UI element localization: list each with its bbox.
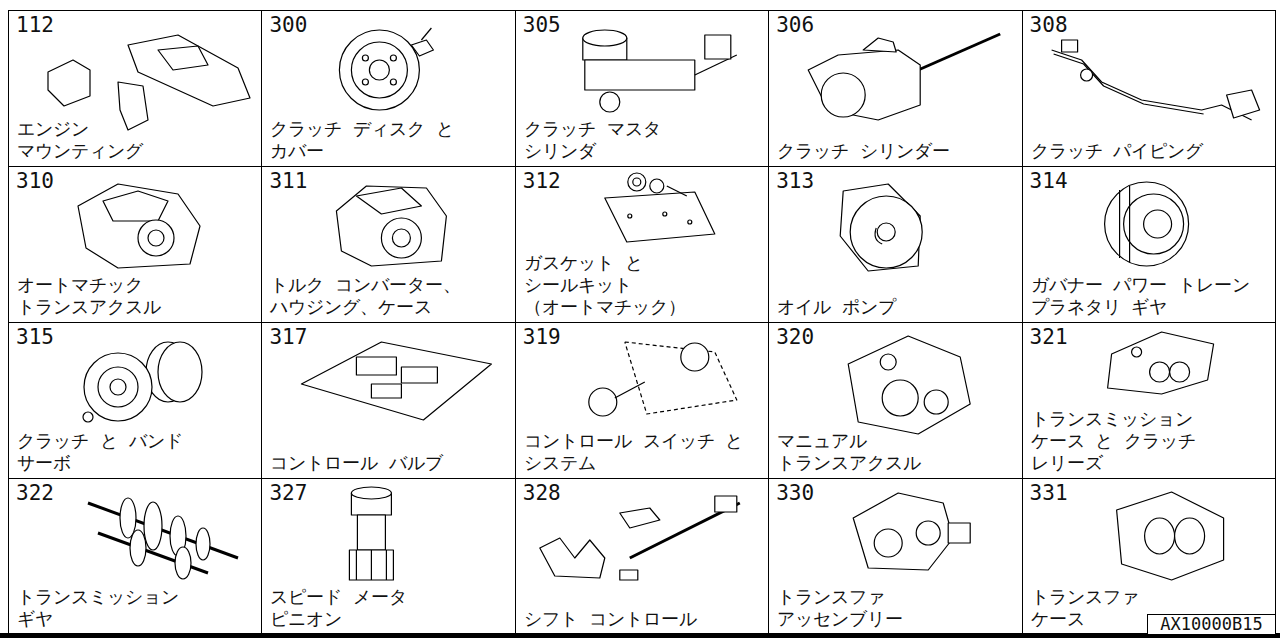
callout-number: 317: [269, 325, 307, 349]
part-name: コントロール バルブ: [270, 452, 443, 474]
engine-mount-art: [48, 35, 250, 130]
control-switch-art: [589, 342, 737, 416]
master-cylinder-art: [583, 30, 737, 112]
slave-cylinder-art: [808, 34, 1000, 120]
callout-number: 321: [1030, 325, 1068, 349]
control-valve-art: [301, 342, 491, 420]
part-name: トランスミッション ケース と クラッチ レリーズ: [1031, 408, 1197, 474]
catalog-cell: 310 オートマチック トランスアクスル: [8, 166, 262, 323]
part-name: クラッチ マスタ シリンダ: [524, 118, 661, 162]
callout-number: 310: [16, 169, 54, 193]
callout-number: 305: [523, 13, 561, 37]
oil-pump-art: [840, 184, 922, 271]
callout-number: 315: [16, 325, 54, 349]
torque-converter-housing-art: [336, 186, 446, 266]
catalog-cell: 321 トランスミッション ケース と クラッチ レリーズ: [1022, 322, 1276, 479]
clutch-disc-art: [339, 28, 433, 110]
catalog-cell: 330 トランスファ アッセンブリー: [768, 478, 1022, 635]
catalog-cell: 308 クラッチ パイピング: [1022, 10, 1276, 167]
automatic-transaxle-art: [78, 184, 200, 268]
callout-number: 312: [523, 169, 561, 193]
catalog-cell: 311 トルク コンバーター、 ハウジング、ケース: [261, 166, 515, 323]
part-name: コントロール スイッチ と システム: [524, 430, 744, 474]
callout-number: 331: [1030, 481, 1068, 505]
callout-number: 322: [16, 481, 54, 505]
part-name: ガバナー パワー トレーン プラネタリ ギヤ: [1031, 274, 1251, 318]
part-name: トランスミッション ギヤ: [17, 586, 179, 630]
part-name: オートマチック トランスアクスル: [17, 274, 161, 318]
callout-number: 327: [269, 481, 307, 505]
part-name: クラッチ パイピング: [1031, 140, 1204, 162]
catalog-cell: 319 コントロール スイッチ と システム: [515, 322, 769, 479]
speedometer-pinion-art: [349, 487, 393, 580]
part-name: スピード メータ ピニオン: [270, 586, 407, 630]
part-name: オイル ポンプ: [777, 296, 896, 318]
catalog-cell: 320 マニュアル トランスアクスル: [768, 322, 1022, 479]
callout-number: 330: [776, 481, 814, 505]
callout-number: 311: [269, 169, 307, 193]
gasket-seal-kit-art: [605, 173, 715, 242]
catalog-cell: 305 クラッチ マスタ シリンダ: [515, 10, 769, 167]
callout-number: 319: [523, 325, 561, 349]
callout-number: 313: [776, 169, 814, 193]
catalog-cell: 315 クラッチ と バンド サーボ: [8, 322, 262, 479]
catalog-cell: 300 クラッチ ディスク と カバー: [261, 10, 515, 167]
catalog-cell: 322 トランスミッション ギヤ: [8, 478, 262, 635]
callout-number: 300: [269, 13, 307, 37]
callout-number: 112: [16, 13, 54, 37]
part-name: トルク コンバーター、 ハウジング、ケース: [270, 274, 461, 318]
callout-number: 308: [1030, 13, 1068, 37]
catalog-cell: 313 オイル ポンプ: [768, 166, 1022, 323]
callout-number: 328: [523, 481, 561, 505]
band-servo-art: [83, 342, 202, 422]
part-name: トランスファ ケース: [1031, 586, 1139, 630]
transfer-case-art: [1117, 492, 1224, 580]
manual-transaxle-art: [848, 336, 970, 434]
drawing-code: AX10000B15: [1157, 615, 1265, 634]
transmission-gear-art: [88, 498, 238, 579]
catalog-cell: 317 コントロール バルブ: [261, 322, 515, 479]
part-name: クラッチ シリンダー: [777, 140, 950, 162]
catalog-cell: 328 シフト コントロール: [515, 478, 769, 635]
catalog-cell: 331 トランスファ ケース AX10000B15: [1022, 478, 1276, 635]
planetary-gear-art: [1105, 182, 1189, 266]
part-name: ガスケット と シールキット （オートマチック）: [524, 252, 686, 318]
catalog-cell: 306 クラッチ シリンダー: [768, 10, 1022, 167]
catalog-cell: 112 エンジン マウンティング: [8, 10, 262, 167]
part-name: トランスファ アッセンブリー: [777, 586, 903, 630]
bottom-rule: [0, 633, 1280, 638]
catalog-cell: 314 ガバナー パワー トレーン プラネタリ ギヤ: [1022, 166, 1276, 323]
callout-number: 306: [776, 13, 814, 37]
part-name: マニュアル トランスアクスル: [777, 430, 921, 474]
part-name: エンジン マウンティング: [17, 118, 143, 162]
callout-number: 320: [776, 325, 814, 349]
shift-control-art: [540, 496, 740, 580]
transmission-case-art: [1108, 332, 1214, 394]
part-name: シフト コントロール: [524, 608, 697, 630]
part-name: クラッチ と バンド サーボ: [17, 430, 183, 474]
transfer-assembly-art: [853, 493, 970, 570]
callout-number: 314: [1030, 169, 1068, 193]
catalog-cell: 327 スピード メータ ピニオン: [261, 478, 515, 635]
catalog-cell: 312 ガスケット と シールキット （オートマチック）: [515, 166, 769, 323]
clutch-piping-art: [1052, 40, 1260, 120]
part-name: クラッチ ディスク と カバー: [270, 118, 454, 162]
drawing-code-box: AX10000B15: [1147, 614, 1276, 635]
